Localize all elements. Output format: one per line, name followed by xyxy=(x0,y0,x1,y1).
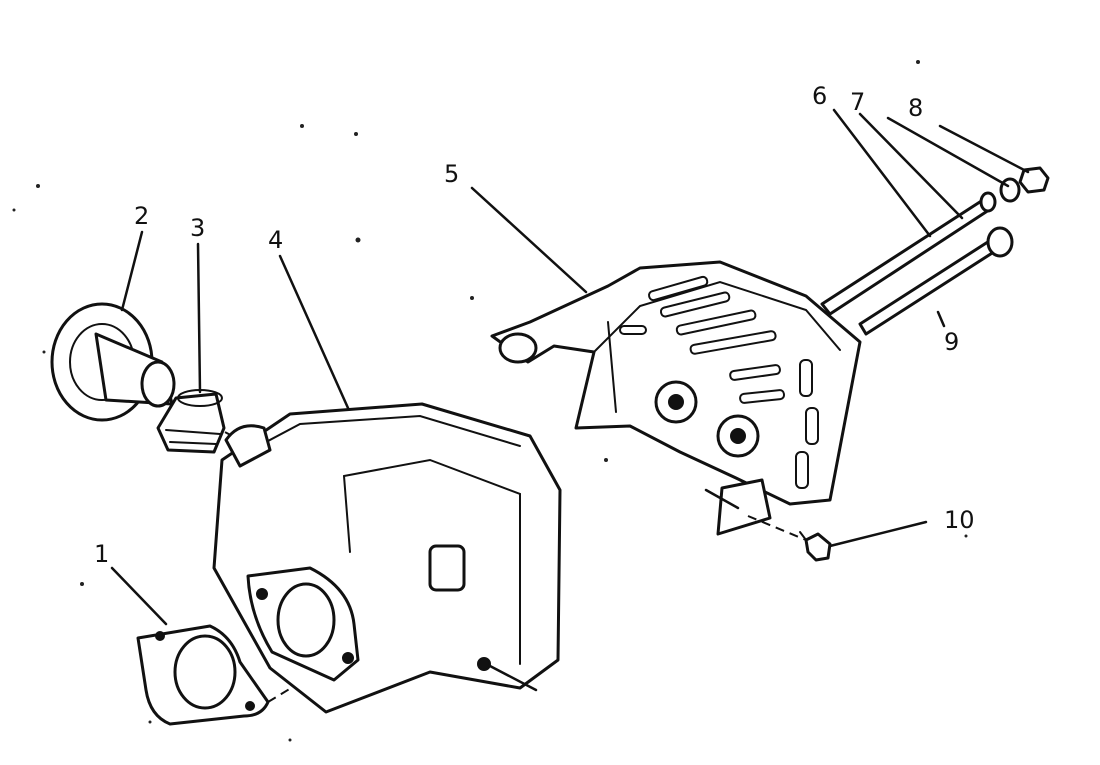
leader-2 xyxy=(120,230,144,312)
muffler-body-part xyxy=(212,402,562,714)
deflector-tube-part xyxy=(50,302,241,441)
leader-4 xyxy=(278,254,350,410)
scan-specks xyxy=(12,60,968,742)
callout-3: 3 xyxy=(190,214,205,242)
callout-10: 10 xyxy=(944,506,975,534)
nut-washer-part xyxy=(999,166,1050,203)
callout-2: 2 xyxy=(134,202,149,230)
gasket-part xyxy=(136,624,345,726)
heat-shield-part xyxy=(490,260,862,541)
leader-lines xyxy=(110,108,1030,626)
shield-slots xyxy=(619,275,819,489)
leader-8 xyxy=(886,116,1010,188)
callout-5: 5 xyxy=(444,160,459,188)
leader-7 xyxy=(858,112,964,220)
leader-1 xyxy=(110,566,168,626)
leader-10 xyxy=(828,520,928,548)
callout-labels: 1 2 3 4 5 6 7 8 9 10 xyxy=(94,82,975,568)
screw-part xyxy=(799,531,832,562)
leader-5 xyxy=(470,186,588,294)
callout-8: 8 xyxy=(908,94,923,122)
leader-9 xyxy=(936,310,946,328)
leader-8b xyxy=(938,124,1030,174)
callout-9: 9 xyxy=(944,328,959,356)
callout-1: 1 xyxy=(94,540,109,568)
long-bolts-part xyxy=(820,191,1014,336)
callout-4: 4 xyxy=(268,226,283,254)
leader-6 xyxy=(832,108,932,238)
callout-6: 6 xyxy=(812,82,827,110)
leader-3 xyxy=(196,242,202,394)
callout-7: 7 xyxy=(850,88,865,116)
